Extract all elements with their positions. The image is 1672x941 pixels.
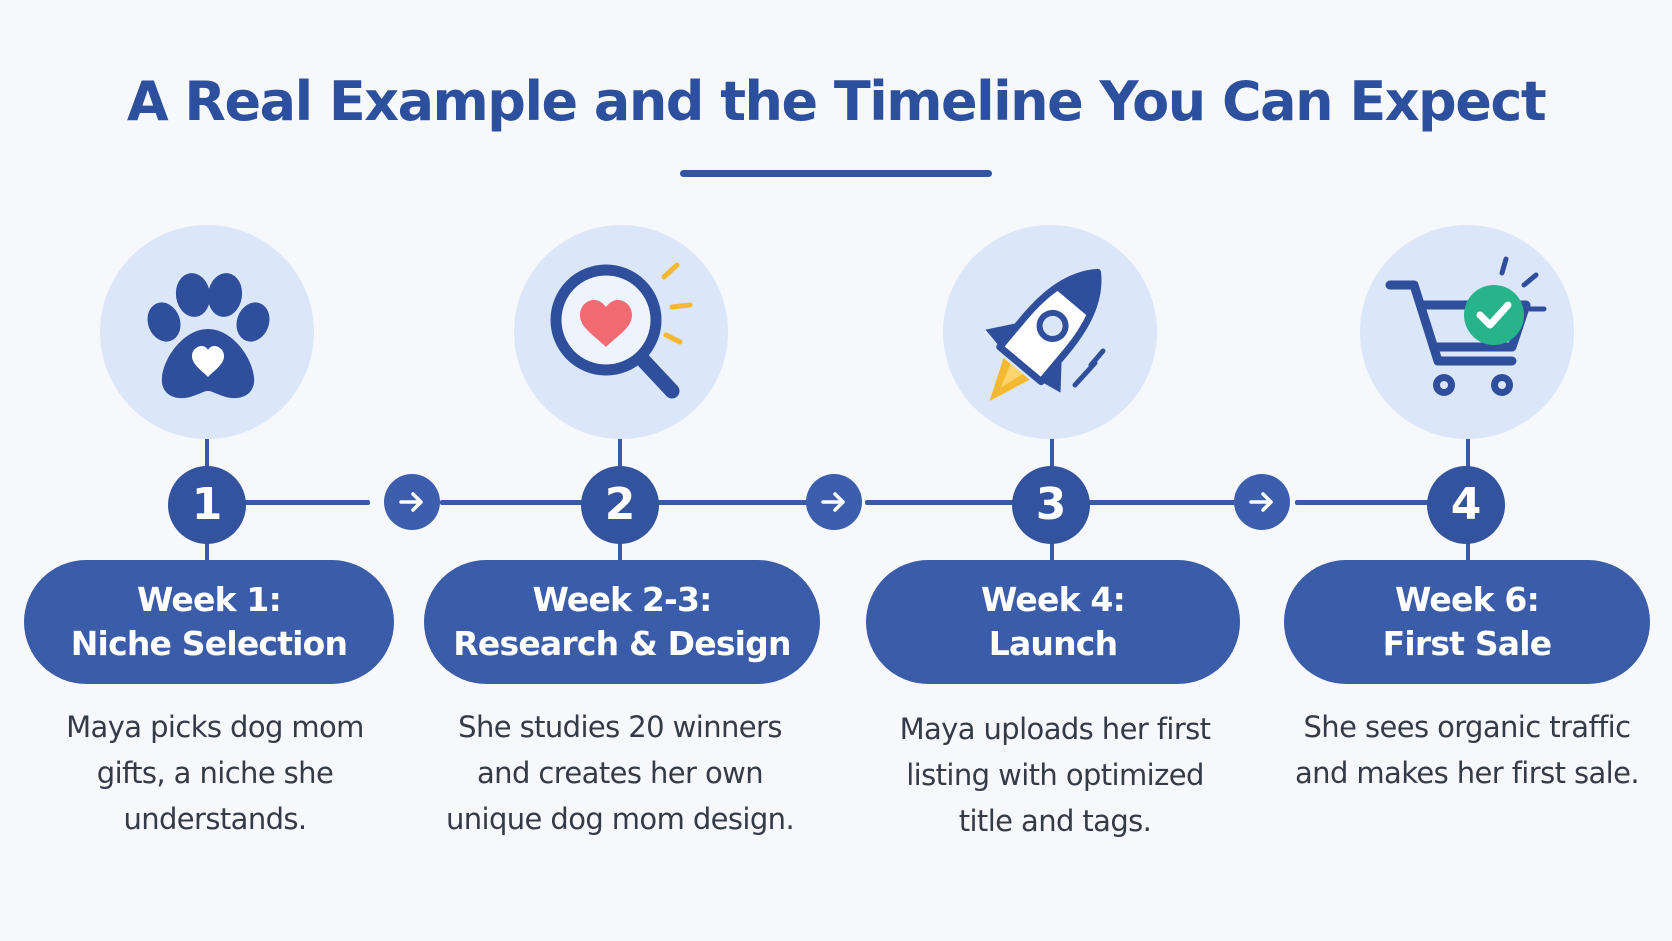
arrow-right-icon: [806, 474, 862, 530]
timeline-line: [655, 500, 810, 505]
step-3-icon-circle: [943, 225, 1157, 439]
timeline-line: [440, 500, 585, 505]
arrow-right-icon: [1234, 474, 1290, 530]
step-3-description: Maya uploads her first listing with opti…: [899, 712, 1211, 838]
step-1-week: Week 1:: [137, 580, 282, 619]
step-connector: [618, 540, 622, 562]
step-4-label: Week 6: First Sale: [1284, 560, 1650, 684]
step-3-week: Week 4:: [981, 580, 1126, 619]
paw-heart-icon: [147, 273, 270, 399]
timeline-line: [235, 500, 370, 505]
step-4-week: Week 6:: [1395, 580, 1540, 619]
cart-check-icon: [1385, 256, 1547, 396]
step-3-label: Week 4: Launch: [866, 560, 1240, 684]
timeline-line: [1295, 500, 1435, 505]
rocket-icon: [985, 268, 1106, 402]
step-1-description: Maya picks dog mom gifts, a niche she un…: [66, 710, 364, 836]
step-3-phase: Launch: [988, 624, 1118, 663]
step-1-phase: Niche Selection: [70, 624, 348, 663]
step-2-description: She studies 20 winners and creates her o…: [445, 710, 795, 836]
step-4-number: 4: [1427, 466, 1505, 544]
step-connector: [1050, 540, 1054, 562]
step-1-icon-circle: [100, 225, 314, 439]
step-connector: [618, 438, 622, 468]
step-2-number: 2: [581, 466, 659, 544]
step-2-icon-circle: [514, 225, 728, 439]
step-4-description: She sees organic traffic and makes her f…: [1295, 710, 1640, 790]
step-3-number: 3: [1012, 466, 1090, 544]
step-2-phase: Research & Design: [453, 624, 791, 663]
step-connector: [1466, 438, 1470, 468]
title-underline: [680, 170, 992, 177]
timeline-line: [1085, 500, 1240, 505]
page-title: A Real Example and the Timeline You Can …: [126, 70, 1547, 133]
timeline-line: [865, 500, 1015, 505]
step-1-label: Week 1: Niche Selection: [24, 560, 394, 684]
step-2-week: Week 2-3:: [532, 580, 712, 619]
step-4-icon-circle: [1360, 225, 1574, 439]
magnifier-heart-icon: [550, 262, 693, 399]
step-connector: [205, 540, 209, 562]
arrow-right-icon: [384, 474, 440, 530]
step-connector: [205, 438, 209, 468]
step-1-number: 1: [168, 466, 246, 544]
step-connector: [1050, 438, 1054, 468]
step-connector: [1466, 540, 1470, 562]
step-4-phase: First Sale: [1382, 624, 1553, 663]
step-2-label: Week 2-3: Research & Design: [424, 560, 820, 684]
